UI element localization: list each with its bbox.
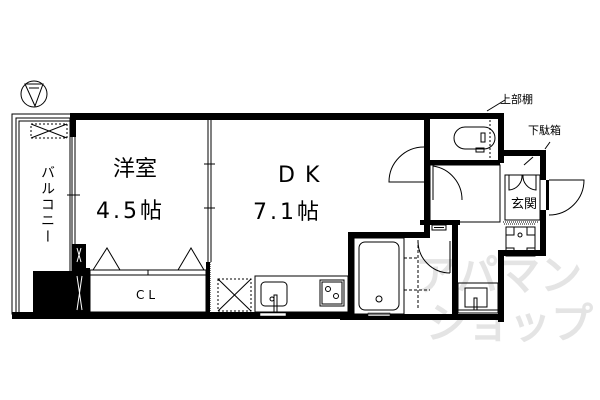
toilet-door[interactable] bbox=[432, 165, 463, 201]
dk-name: DK bbox=[278, 163, 329, 188]
pillar bbox=[33, 271, 73, 316]
closet bbox=[89, 247, 207, 313]
vent-icon bbox=[431, 224, 447, 231]
entrance bbox=[503, 156, 541, 223]
closet-label: CL bbox=[136, 288, 159, 302]
partition-wall bbox=[67, 120, 215, 314]
upper-shelf-annotation: 上部棚 bbox=[486, 92, 533, 112]
window-west bbox=[71, 137, 76, 244]
svg-text:下駄箱: 下駄箱 bbox=[528, 123, 561, 137]
dk-size: 7.1帖 bbox=[253, 200, 322, 225]
balcony-text: バルコニー bbox=[39, 165, 55, 245]
dk-door[interactable] bbox=[388, 146, 425, 183]
front-door[interactable] bbox=[546, 179, 585, 216]
western-room-size: 4.5帖 bbox=[96, 199, 165, 224]
sliding-door-marks bbox=[76, 247, 83, 311]
stove-icon bbox=[319, 279, 345, 307]
toilet-icon bbox=[453, 120, 496, 160]
window-kitchen bbox=[259, 312, 287, 317]
watermark: アパマン ショップ bbox=[415, 251, 593, 348]
ac-outdoor-unit-icon bbox=[30, 123, 68, 139]
washbasin-icon bbox=[457, 282, 499, 314]
washing-machine-pan-icon bbox=[504, 223, 536, 257]
sink-icon bbox=[260, 281, 288, 313]
refrigerator-space-icon bbox=[217, 278, 252, 312]
entrance-label: 玄関 bbox=[511, 197, 537, 212]
kitchen-counter bbox=[254, 275, 349, 313]
walls bbox=[12, 113, 546, 322]
shoe-cabinet-annotation: 下駄箱 bbox=[528, 123, 561, 150]
washroom bbox=[403, 238, 451, 314]
north-arrow-icon bbox=[20, 80, 48, 108]
balcony: バルコニー bbox=[11, 113, 73, 315]
western-room-name: 洋室 bbox=[113, 157, 157, 182]
svg-text:上部棚: 上部棚 bbox=[500, 92, 533, 106]
bathtub-icon bbox=[353, 237, 405, 315]
toilet-door-frame bbox=[429, 164, 501, 223]
svg-text:ショップ: ショップ bbox=[425, 299, 593, 348]
